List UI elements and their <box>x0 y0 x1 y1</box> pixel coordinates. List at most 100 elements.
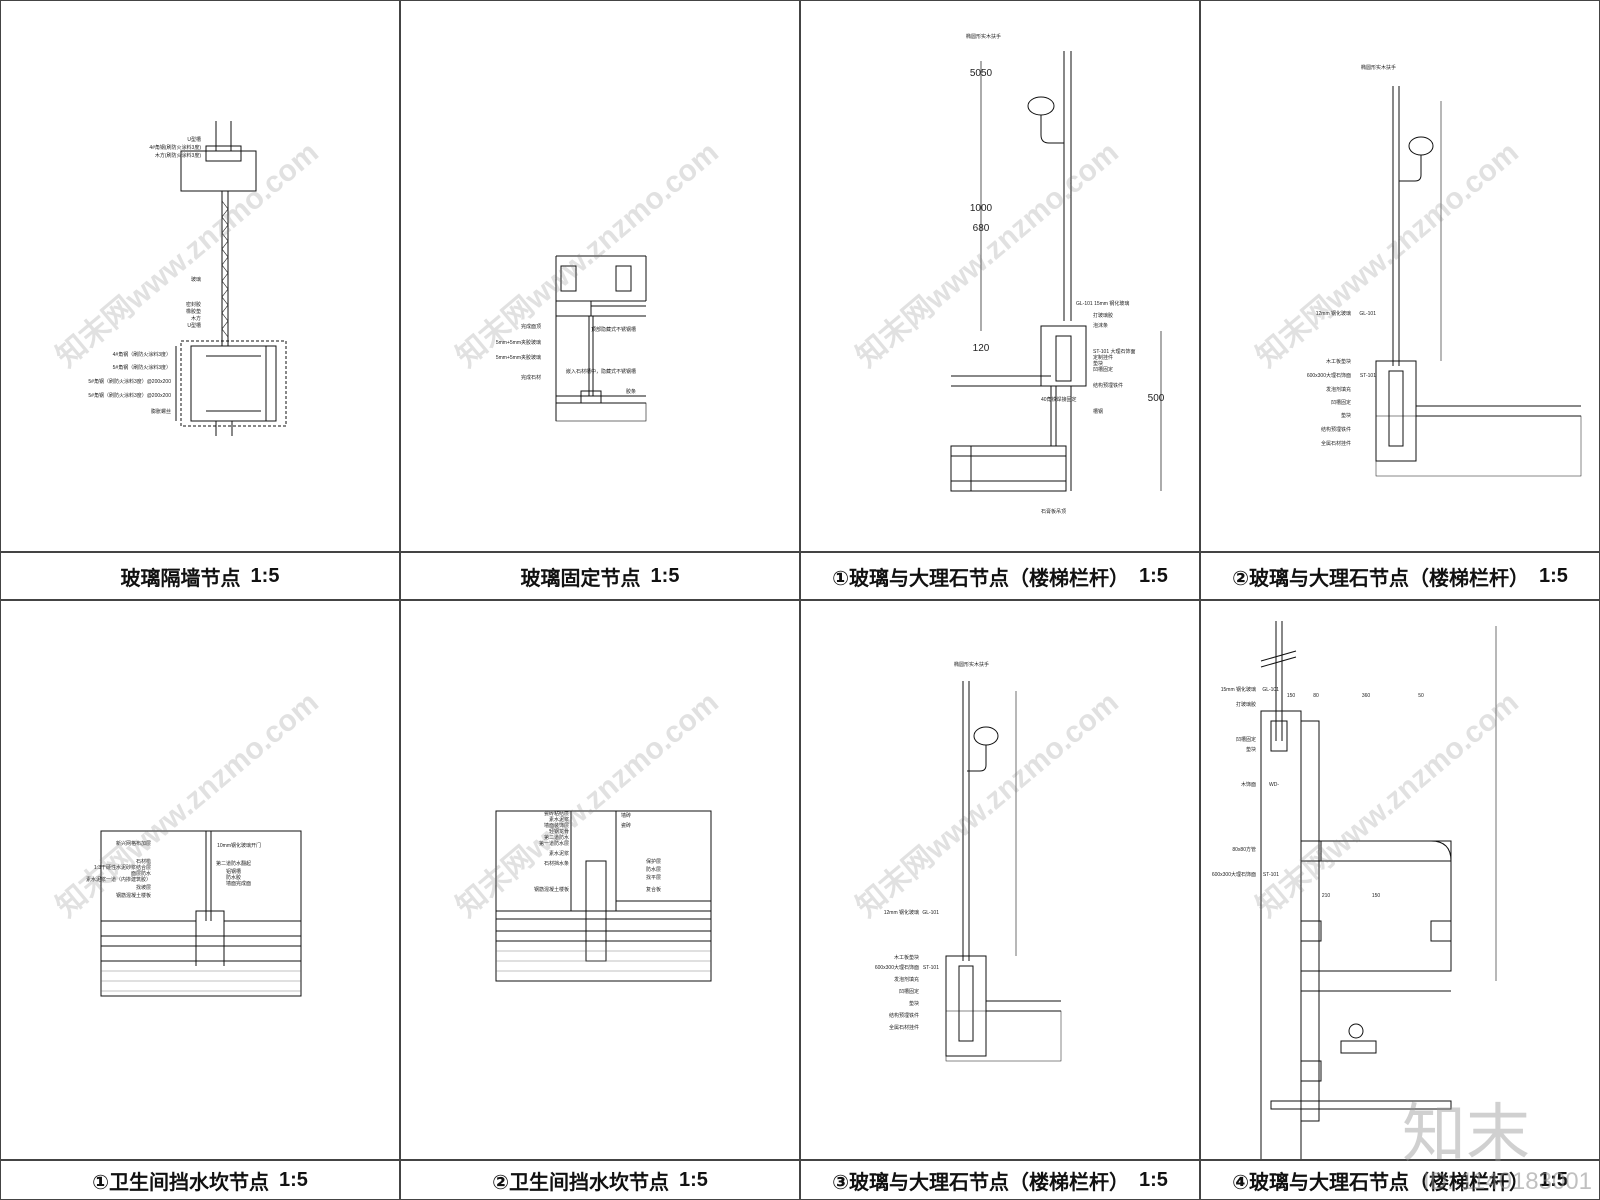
annotation-label: 500 <box>1148 393 1165 404</box>
annotation-label: 完成面顶 <box>521 323 541 330</box>
annotation-label: 石材挡水条 <box>544 860 569 867</box>
annotation-label: 木工板垫块 <box>894 954 919 961</box>
annotation-label: 4#角钢（刷防火涂料3度） <box>113 351 171 358</box>
annotation-label: 找坡层 <box>136 884 151 891</box>
annotation-label: 360 <box>1362 693 1371 699</box>
annotation-label: 第一道防水层 <box>539 840 569 847</box>
annotation-label: 全属石材挂件 <box>889 1024 919 1031</box>
annotation-label: 墙面完成面 <box>226 880 251 887</box>
annotation-label: ST-101 <box>1360 373 1376 379</box>
annotation-label: 垫块 <box>1246 746 1256 753</box>
annotation-label: 结构预埋铁件 <box>1321 426 1351 433</box>
annotation-label: 150 <box>1372 893 1381 899</box>
annotation-label: 凹槽固定 <box>1236 736 1256 743</box>
annotation-label: 5#角钢（刷防火涂料3度） <box>113 364 171 371</box>
annotation-label: 600x300大理石饰面 <box>875 964 919 971</box>
annotation-label: 木方 <box>191 315 201 322</box>
annotation-label: 膨胀螺丝 <box>151 408 171 415</box>
panel-bathroom-curb-2: 瓷砖粘结层素水泥浆墙面装饰层轻钢龙骨第二道防水第一道防水层素水泥浆石材挡水条钢筋… <box>400 600 800 1160</box>
annotation-label: 保护层 <box>646 858 661 865</box>
annotation-label: 1000 <box>970 203 993 214</box>
annotation-label: 80x80方管 <box>1232 846 1256 853</box>
annotation-label: 12mm 钢化玻璃 <box>1316 310 1351 317</box>
caption-title: ②卫生间挡水坎节点 <box>492 1171 670 1194</box>
annotation-label: 5#角钢（刷防火涂料3度）@200x200 <box>88 392 171 399</box>
caption-scale: 1:5 <box>1139 1168 1168 1191</box>
annotation-label: 600x300大理石饰面 <box>1212 871 1256 878</box>
caption-scale: 1:5 <box>1139 564 1168 587</box>
annotation-label: 防水胶 <box>226 874 241 881</box>
annotation-label: 150 <box>1287 693 1296 699</box>
annotation-label: ST-101 <box>923 965 939 971</box>
annotation-label: 椭圆形实木扶手 <box>954 661 989 668</box>
annotation-label: 50 <box>1418 693 1424 699</box>
annotation-label: 210 <box>1322 893 1331 899</box>
annotation-label: 密封胶 <box>186 301 201 308</box>
annotation-label: 40角铁焊接固定 <box>1041 396 1077 403</box>
annotation-label: 打玻璃胶 <box>1093 312 1113 319</box>
annotation-label: 15mm 钢化玻璃 <box>1221 686 1256 693</box>
annotation-label: 玻璃 <box>191 276 201 283</box>
annotation-label: WD- <box>1269 782 1279 788</box>
annotation-label: 打玻璃胶 <box>1236 701 1256 708</box>
annotation-label: U型槽 <box>187 322 201 329</box>
bathroom-curb-2-drawing: 瓷砖粘结层素水泥浆墙面装饰层轻钢龙骨第二道防水第一道防水层素水泥浆石材挡水条钢筋… <box>495 810 712 982</box>
annotation-label: 墙面装饰层 <box>544 822 569 829</box>
bathroom-curb-1-drawing: 新兴网格布加层石材槛1:3干硬性水泥砂浆结合层面层防水素水泥浆一道（内掺建筑胶）… <box>86 830 302 997</box>
annotation-label: 椭圆形实木扶手 <box>966 33 1001 40</box>
annotation-label: GL-101 <box>1359 311 1376 317</box>
annotation-label: 第二道防水翻起 <box>216 860 251 867</box>
annotation-label: 找平层 <box>646 874 661 881</box>
annotation-label: 橡胶垫 <box>186 308 201 315</box>
annotation-label: GL-101 <box>1262 687 1279 693</box>
annotation-label: 4#角钢(刷防火涂料3度) <box>149 144 201 151</box>
annotation-label: 垫块 <box>1341 412 1351 419</box>
caption-title: ③玻璃与大理石节点（楼梯栏杆） <box>832 1171 1130 1194</box>
annotation-label: 石材槛 <box>136 858 151 865</box>
annotation-label: 120 <box>973 343 990 354</box>
annotation-label: 钢筋混凝土楼板 <box>534 886 569 893</box>
caption-glass-marble-3: ③玻璃与大理石节点（楼梯栏杆） 1:5 <box>800 1160 1200 1200</box>
annotation-label: 瓷砖 <box>621 822 631 829</box>
annotation-label: 泡沫条 <box>1093 322 1108 329</box>
annotation-label: U型槽 <box>187 136 201 143</box>
annotation-label: 完成石材 <box>521 374 541 381</box>
annotation-label: GL-101 <box>922 910 939 916</box>
annotation-label: 防水层 <box>646 866 661 873</box>
caption-scale: 1:5 <box>250 564 280 587</box>
annotation-label: 素水泥浆一道（内掺建筑胶） <box>86 876 151 883</box>
annotation-label: 凹槽固定 <box>899 988 919 995</box>
annotation-label: 12mm 钢化玻璃 <box>884 909 919 916</box>
caption-bathroom-curb-2: ②卫生间挡水坎节点 1:5 <box>400 1160 800 1200</box>
caption-scale: 1:5 <box>279 1168 308 1191</box>
annotation-label: 第二道防水 <box>544 834 569 841</box>
annotation-label: 轻钢龙骨 <box>549 828 569 835</box>
caption-glass-marble-1: ①玻璃与大理石节点（楼梯栏杆）1:5 <box>800 552 1200 600</box>
caption-scale: 1:5 <box>650 564 680 587</box>
annotation-label: 石膏板吊顶 <box>1041 508 1066 515</box>
annotation-label: 素水泥浆 <box>549 850 569 857</box>
caption-scale: 1:5 <box>679 1168 708 1191</box>
annotation-label: 发泡剂填充 <box>894 976 919 983</box>
caption-glass-partition: 玻璃隔墙节点 1:5 <box>0 552 400 600</box>
caption-title: ②玻璃与大理石节点（楼梯栏杆） <box>1232 567 1530 590</box>
annotation-label: 墙砖 <box>621 812 631 819</box>
annotation-label: 胶条 <box>626 388 636 395</box>
annotation-label: 垫块 <box>909 1000 919 1007</box>
annotation-label: 槽钢 <box>1093 408 1103 415</box>
annotation-label: 复合板 <box>646 886 661 893</box>
caption-title: ④玻璃与大理石节点（楼梯栏杆） <box>1232 1171 1530 1194</box>
caption-title: 玻璃隔墙节点 <box>120 567 241 590</box>
annotation-label: 钢筋混凝土楼板 <box>116 892 151 899</box>
caption-glass-marble-4: ④玻璃与大理石节点（楼梯栏杆）1:5 <box>1200 1160 1600 1200</box>
